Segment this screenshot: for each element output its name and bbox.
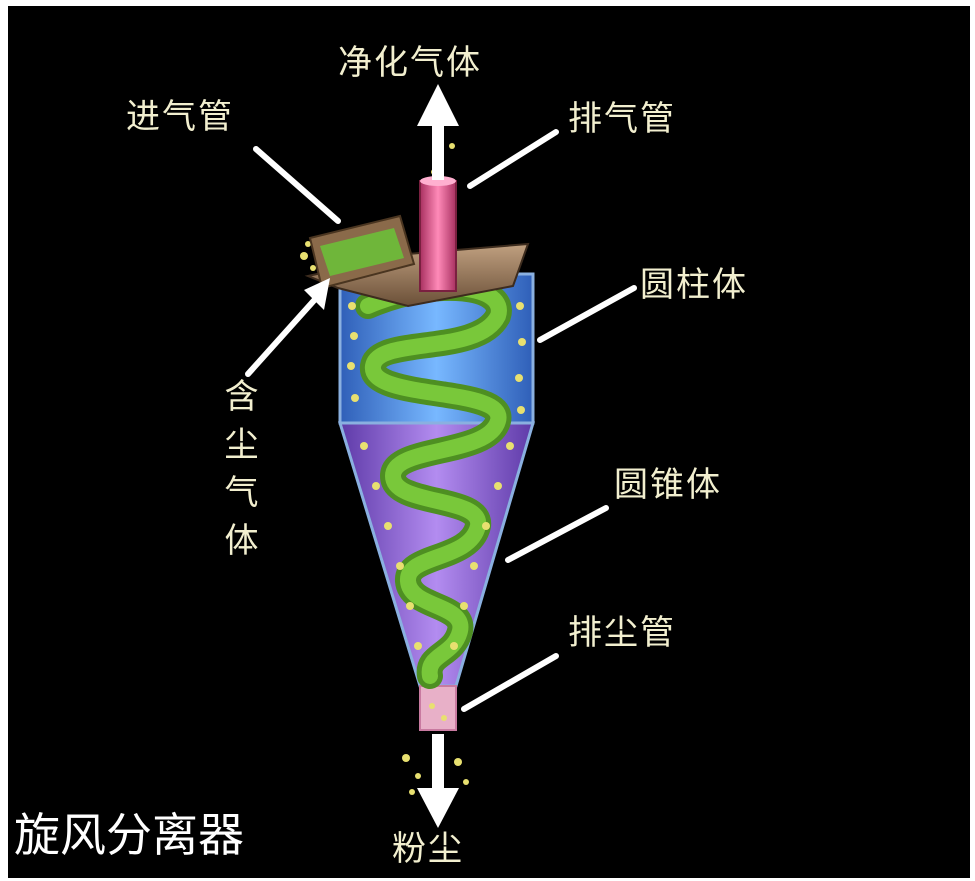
label-dust-outlet: 排尘管 [568, 616, 676, 650]
label-outlet-pipe: 排气管 [568, 102, 676, 136]
diagram-canvas: 净化气体 进气管 排气管 圆柱体 含尘气体 圆锥体 排尘管 粉尘 旋风分离器 [8, 6, 970, 878]
pointer-dusty-gas [248, 296, 318, 374]
pointer-inlet [256, 149, 338, 221]
clean-gas-up-arrow [417, 84, 459, 180]
pointer-cone [508, 508, 606, 560]
diagram-title: 旋风分离器 [14, 812, 244, 858]
pointer-exhaust [470, 132, 556, 186]
label-inlet-pipe: 进气管 [126, 100, 234, 134]
label-cone: 圆锥体 [614, 468, 722, 502]
dust-outlet-pipe [420, 686, 456, 730]
label-clean-gas: 净化气体 [338, 46, 482, 80]
dust-down-arrow [417, 734, 459, 828]
label-dust: 粉尘 [392, 832, 464, 866]
label-cylinder: 圆柱体 [640, 268, 748, 302]
label-dusty-gas: 含尘气体 [221, 378, 255, 570]
pointer-dust-outlet [464, 656, 556, 709]
pointer-cylinder [540, 288, 634, 340]
exhaust-pipe [420, 181, 456, 291]
